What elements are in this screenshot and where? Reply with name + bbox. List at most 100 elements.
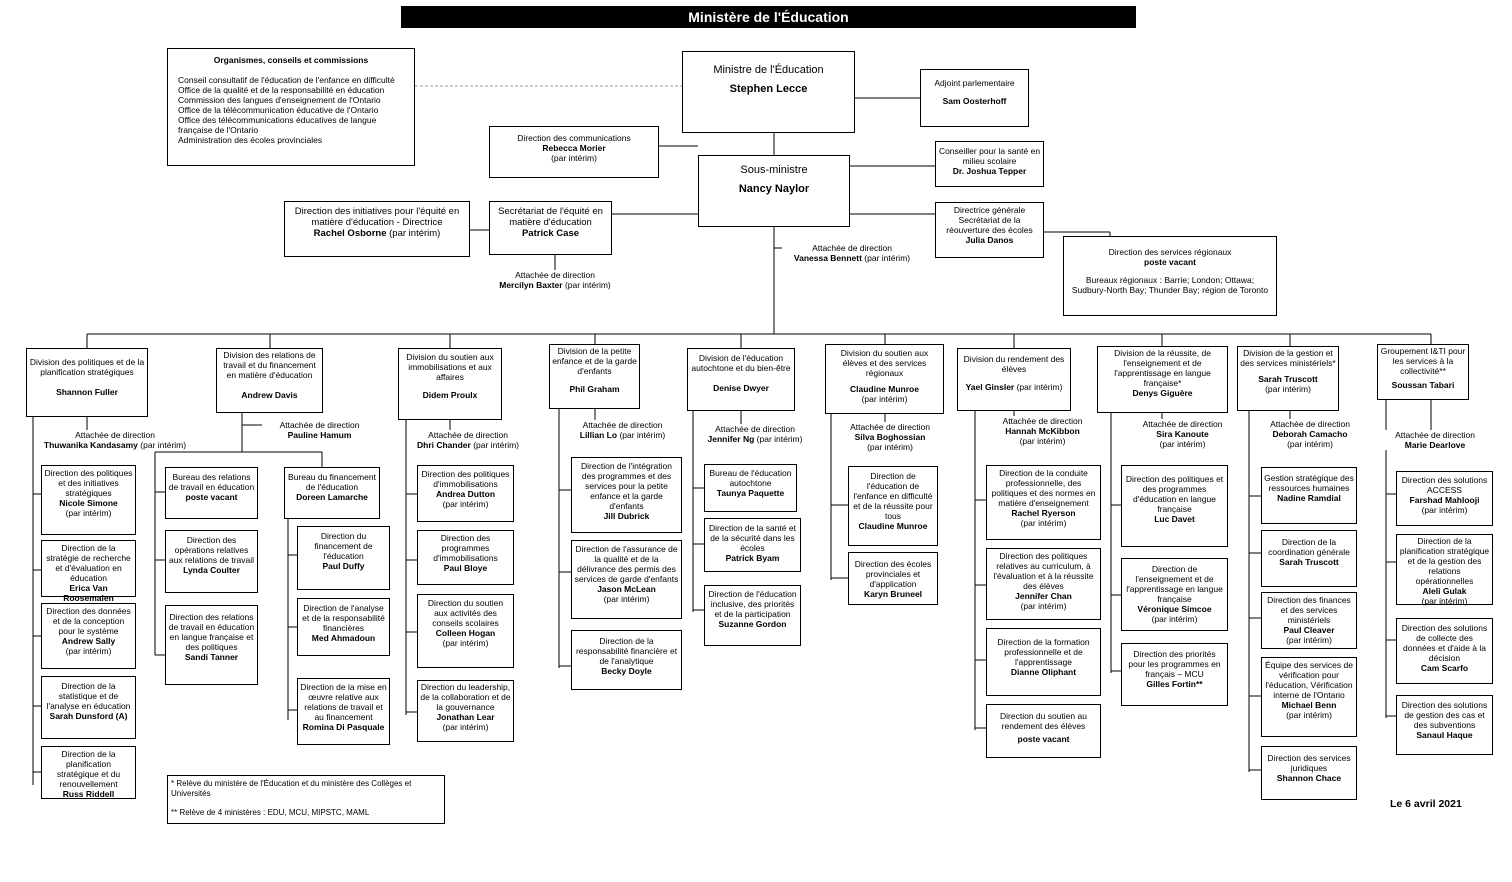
branch-box: Bureau de l'éducation autochtone Taunya … — [704, 464, 797, 512]
branch-name: Jonathan Lear — [436, 712, 495, 722]
division-box: Division de la petite enfance et de la g… — [549, 344, 640, 409]
division-assistant: Attachée de direction Deborah Camacho (p… — [1255, 419, 1365, 449]
branch-title: Direction de la planification stratégiqu… — [1399, 536, 1490, 586]
branch-box: Direction des finances et des services m… — [1261, 592, 1357, 649]
division-title: Division des politiques et de la planifi… — [29, 357, 145, 377]
deputy-box: Sous-ministre Nancy Naylor — [698, 155, 850, 227]
branch-name: Taunya Paquette — [716, 488, 785, 498]
assistant-title: Attachée de direction — [1395, 430, 1475, 440]
branch-box: Direction des services juridiques Shanno… — [1261, 746, 1357, 800]
branch-box: Direction de l'intégration des programme… — [571, 457, 682, 533]
division-title: Division du soutien aux élèves et des se… — [840, 348, 929, 378]
branch-box: Gestion stratégique des ressources humai… — [1261, 467, 1357, 524]
deputy-title: Sous-ministre — [740, 164, 808, 176]
agencies-box: Organismes, conseils et commissions Cons… — [167, 48, 415, 166]
chart-date: Le 6 avril 2021 — [1390, 798, 1462, 810]
footnotes: * Relève du ministère de l'Éducation et … — [167, 775, 445, 824]
branch-name: Jason McLean — [597, 584, 656, 594]
branch-name: Gilles Fortin** — [1146, 679, 1203, 689]
deputy-assistant-name: Vanessa Bennett — [793, 253, 862, 263]
page-title: Ministère de l'Éducation — [401, 6, 1136, 28]
branch-name: Karyn Bruneel — [863, 589, 923, 599]
branch-name: Suzanne Gordon — [718, 619, 787, 629]
division-box: Division du soutien aux immobilisations … — [398, 348, 502, 420]
branch-title: Direction des écoles provinciales et d'a… — [854, 559, 932, 589]
branch-box: Direction de la coordination générale Sa… — [1261, 530, 1357, 587]
branch-interim: (par intérim) — [65, 646, 112, 656]
branch-interim: (par intérim) — [442, 722, 489, 732]
division-box: Division des relations de travail et du … — [216, 348, 323, 413]
branch-title: Direction des politiques relatives au cu… — [993, 551, 1094, 591]
parl-assistant-title: Adjoint parlementaire — [934, 78, 1015, 88]
branch-title: Direction de l'assurance de la qualité e… — [574, 544, 679, 584]
branch-name: Luc Davet — [1154, 514, 1195, 524]
branch-title: Direction des relations de travail en éd… — [168, 612, 255, 652]
branch-box: Direction des politiques et des programm… — [1121, 465, 1228, 547]
branch-title: Direction des solutions de collecte des … — [1401, 623, 1488, 663]
branch-name: Patrick Byam — [725, 553, 780, 563]
division-head-interim: (par intérim) — [861, 394, 908, 404]
branch-title: Direction de l'éducation inclusive, des … — [708, 589, 797, 619]
branch-title: Direction de la statistique et de l'anal… — [46, 681, 131, 711]
branch-box: Équipe des services de vérification pour… — [1261, 657, 1357, 737]
branch-title: Direction de la responsabilité financièr… — [575, 636, 678, 666]
branch-title: Direction des solutions de gestion des c… — [1401, 700, 1488, 730]
branch-box: Direction de la responsabilité financièr… — [571, 630, 682, 690]
branch-title: Direction des services juridiques — [1267, 753, 1351, 773]
branch-name: Med Ahmadoun — [311, 633, 376, 643]
agency-item: Conseil consultatif de l'éducation de l'… — [178, 75, 395, 85]
assistant-name: Dhri Chander — [416, 440, 471, 450]
health-advisor-name: Dr. Joshua Tepper — [952, 166, 1027, 176]
branch-box: Direction du soutien aux activités des c… — [417, 594, 514, 668]
health-advisor-box: Conseiller pour la santé en milieu scola… — [935, 141, 1044, 187]
division-box: Division de l'éducation autochtone et du… — [687, 348, 795, 411]
division-title: Division des relations de travail et du … — [223, 350, 316, 380]
division-box: Division de la réussite, de l'enseigneme… — [1097, 346, 1228, 413]
branch-title: Direction de l'intégration des programme… — [581, 461, 672, 511]
branch-interim: (par intérim) — [1020, 601, 1067, 611]
assistant-title: Attachée de direction — [428, 430, 508, 440]
division-box: Division de la gestion et des services m… — [1237, 346, 1339, 411]
division-title: Division de la gestion et des services m… — [1240, 348, 1336, 368]
agency-item: Office des télécommunications éducatives… — [178, 115, 377, 135]
branch-box: Direction de la santé et de la sécurité … — [704, 518, 801, 572]
assistant-name: Sira Kanoute — [1156, 429, 1209, 439]
branch-name: poste vacant — [1017, 734, 1070, 744]
branch-name: Véronique Simcoe — [1137, 604, 1212, 614]
deputy-assistant-interim: (par intérim) — [864, 253, 911, 263]
branch-title: Direction des données et de la conceptio… — [46, 606, 131, 636]
regional-offices: Bureaux régionaux : Barrie; London; Otta… — [1071, 275, 1269, 295]
branch-box: Direction des solutions de gestion des c… — [1396, 695, 1493, 755]
branch-name: Sandi Tanner — [184, 652, 239, 662]
branch-box: Direction des politiques d'immobilisatio… — [417, 465, 514, 522]
branch-name: Jill Dubrick — [603, 511, 650, 521]
division-box: Division du soutien aux élèves et des se… — [825, 344, 944, 414]
assistant-title: Attachée de direction — [582, 420, 663, 430]
footnote-double-star: ** Relève de 4 ministères : EDU, MCU, MI… — [171, 808, 370, 817]
division-title: Division de la petite enfance et de la g… — [552, 346, 637, 376]
comms-interim: (par intérim) — [551, 153, 597, 163]
assistant-title: Attachée de direction — [1142, 419, 1223, 429]
branch-name: Paul Cleaver — [1283, 625, 1335, 635]
assistant-interim: (par intérim) — [1019, 436, 1066, 446]
branch-name: Shannon Chace — [1276, 773, 1342, 783]
health-advisor-title: Conseiller pour la santé en milieu scola… — [938, 146, 1041, 166]
reopening-title: Directrice générale Secrétariat de la ré… — [946, 205, 1033, 235]
division-box: Division du rendement des élèves Yael Gi… — [957, 348, 1071, 411]
branch-box: Direction des opérations relatives aux r… — [165, 530, 258, 593]
division-head-interim: (par intérim) — [1014, 382, 1063, 392]
comms-name: Rebecca Morier — [542, 143, 606, 153]
branch-title: Direction de la formation professionnell… — [997, 637, 1090, 667]
division-head-name: Andrew Davis — [241, 390, 298, 400]
branch-interim: (par intérim) — [1020, 518, 1067, 528]
minister-box: Ministre de l'Éducation Stephen Lecce — [682, 51, 855, 133]
agencies-heading: Organismes, conseils et commissions — [213, 55, 369, 65]
branch-box: Direction de l'éducation inclusive, des … — [704, 585, 801, 646]
branch-interim: (par intérim) — [1286, 710, 1332, 720]
equity-initiatives-box: Direction des initiatives pour l'équité … — [284, 201, 470, 257]
assistant-title: Attachée de direction — [1270, 419, 1350, 429]
agency-item: Commission des langues d'enseignement de… — [178, 95, 381, 105]
branch-title: Direction des opérations relatives aux r… — [168, 535, 255, 565]
division-assistant: Attachée de direction Thuwanika Kandasam… — [40, 430, 190, 450]
